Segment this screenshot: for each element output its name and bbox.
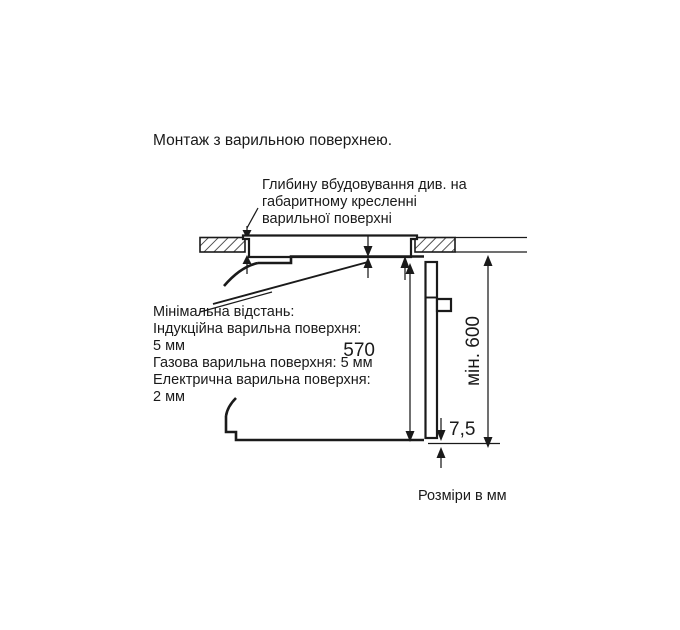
left-note-line-1: Мінімальна відстань: bbox=[153, 304, 294, 320]
niche-floor bbox=[224, 416, 424, 442]
top-note-line-2: габаритному кресленні bbox=[262, 194, 417, 210]
dimension-570-label: 570 bbox=[343, 340, 375, 361]
left-note-leader bbox=[199, 291, 273, 313]
dimension-7-5-label: 7,5 bbox=[449, 419, 475, 440]
top-note-line-3: варильної поверхні bbox=[262, 211, 392, 227]
left-note-line-4: Газова варильна поверхня: 5 мм bbox=[153, 355, 373, 371]
left-note-line-3: 5 мм bbox=[153, 338, 185, 354]
cooktop-body bbox=[241, 234, 419, 259]
niche-top-shelf bbox=[258, 255, 424, 265]
page-title: Монтаж з варильною поверхнею. bbox=[153, 132, 392, 149]
clearance-arrow-left bbox=[242, 255, 252, 274]
niche-break-line bbox=[212, 261, 369, 305]
worktop-right-section bbox=[414, 236, 456, 253]
dimension-570: 570 bbox=[343, 263, 415, 442]
clearance-arrow-center-up bbox=[363, 257, 373, 278]
niche-cutaway-curve-bottom bbox=[224, 397, 237, 417]
top-note-leader bbox=[242, 207, 259, 239]
oven-front-panel bbox=[424, 260, 439, 440]
left-note-line-5: Електрична варильна поверхня: bbox=[153, 372, 371, 388]
dimension-min-600: мін. 600 bbox=[463, 255, 493, 448]
niche-cutaway-curve-top bbox=[223, 261, 259, 287]
units-caption: Розміри в мм bbox=[418, 488, 507, 504]
left-note-line-2: Індукційна варильна поверхня: bbox=[153, 321, 361, 337]
clearance-arrow-right bbox=[400, 256, 410, 280]
left-note-line-6: 2 мм bbox=[153, 389, 185, 405]
clearance-arrow-center-down bbox=[363, 236, 373, 257]
dimension-7-5: 7,5 bbox=[428, 418, 500, 468]
oven-door-handle bbox=[435, 297, 453, 313]
top-note-line-1: Глибину вбудовування див. на bbox=[262, 177, 468, 193]
worktop-left-section bbox=[199, 236, 246, 253]
dimension-min-600-label: мін. 600 bbox=[463, 316, 484, 386]
